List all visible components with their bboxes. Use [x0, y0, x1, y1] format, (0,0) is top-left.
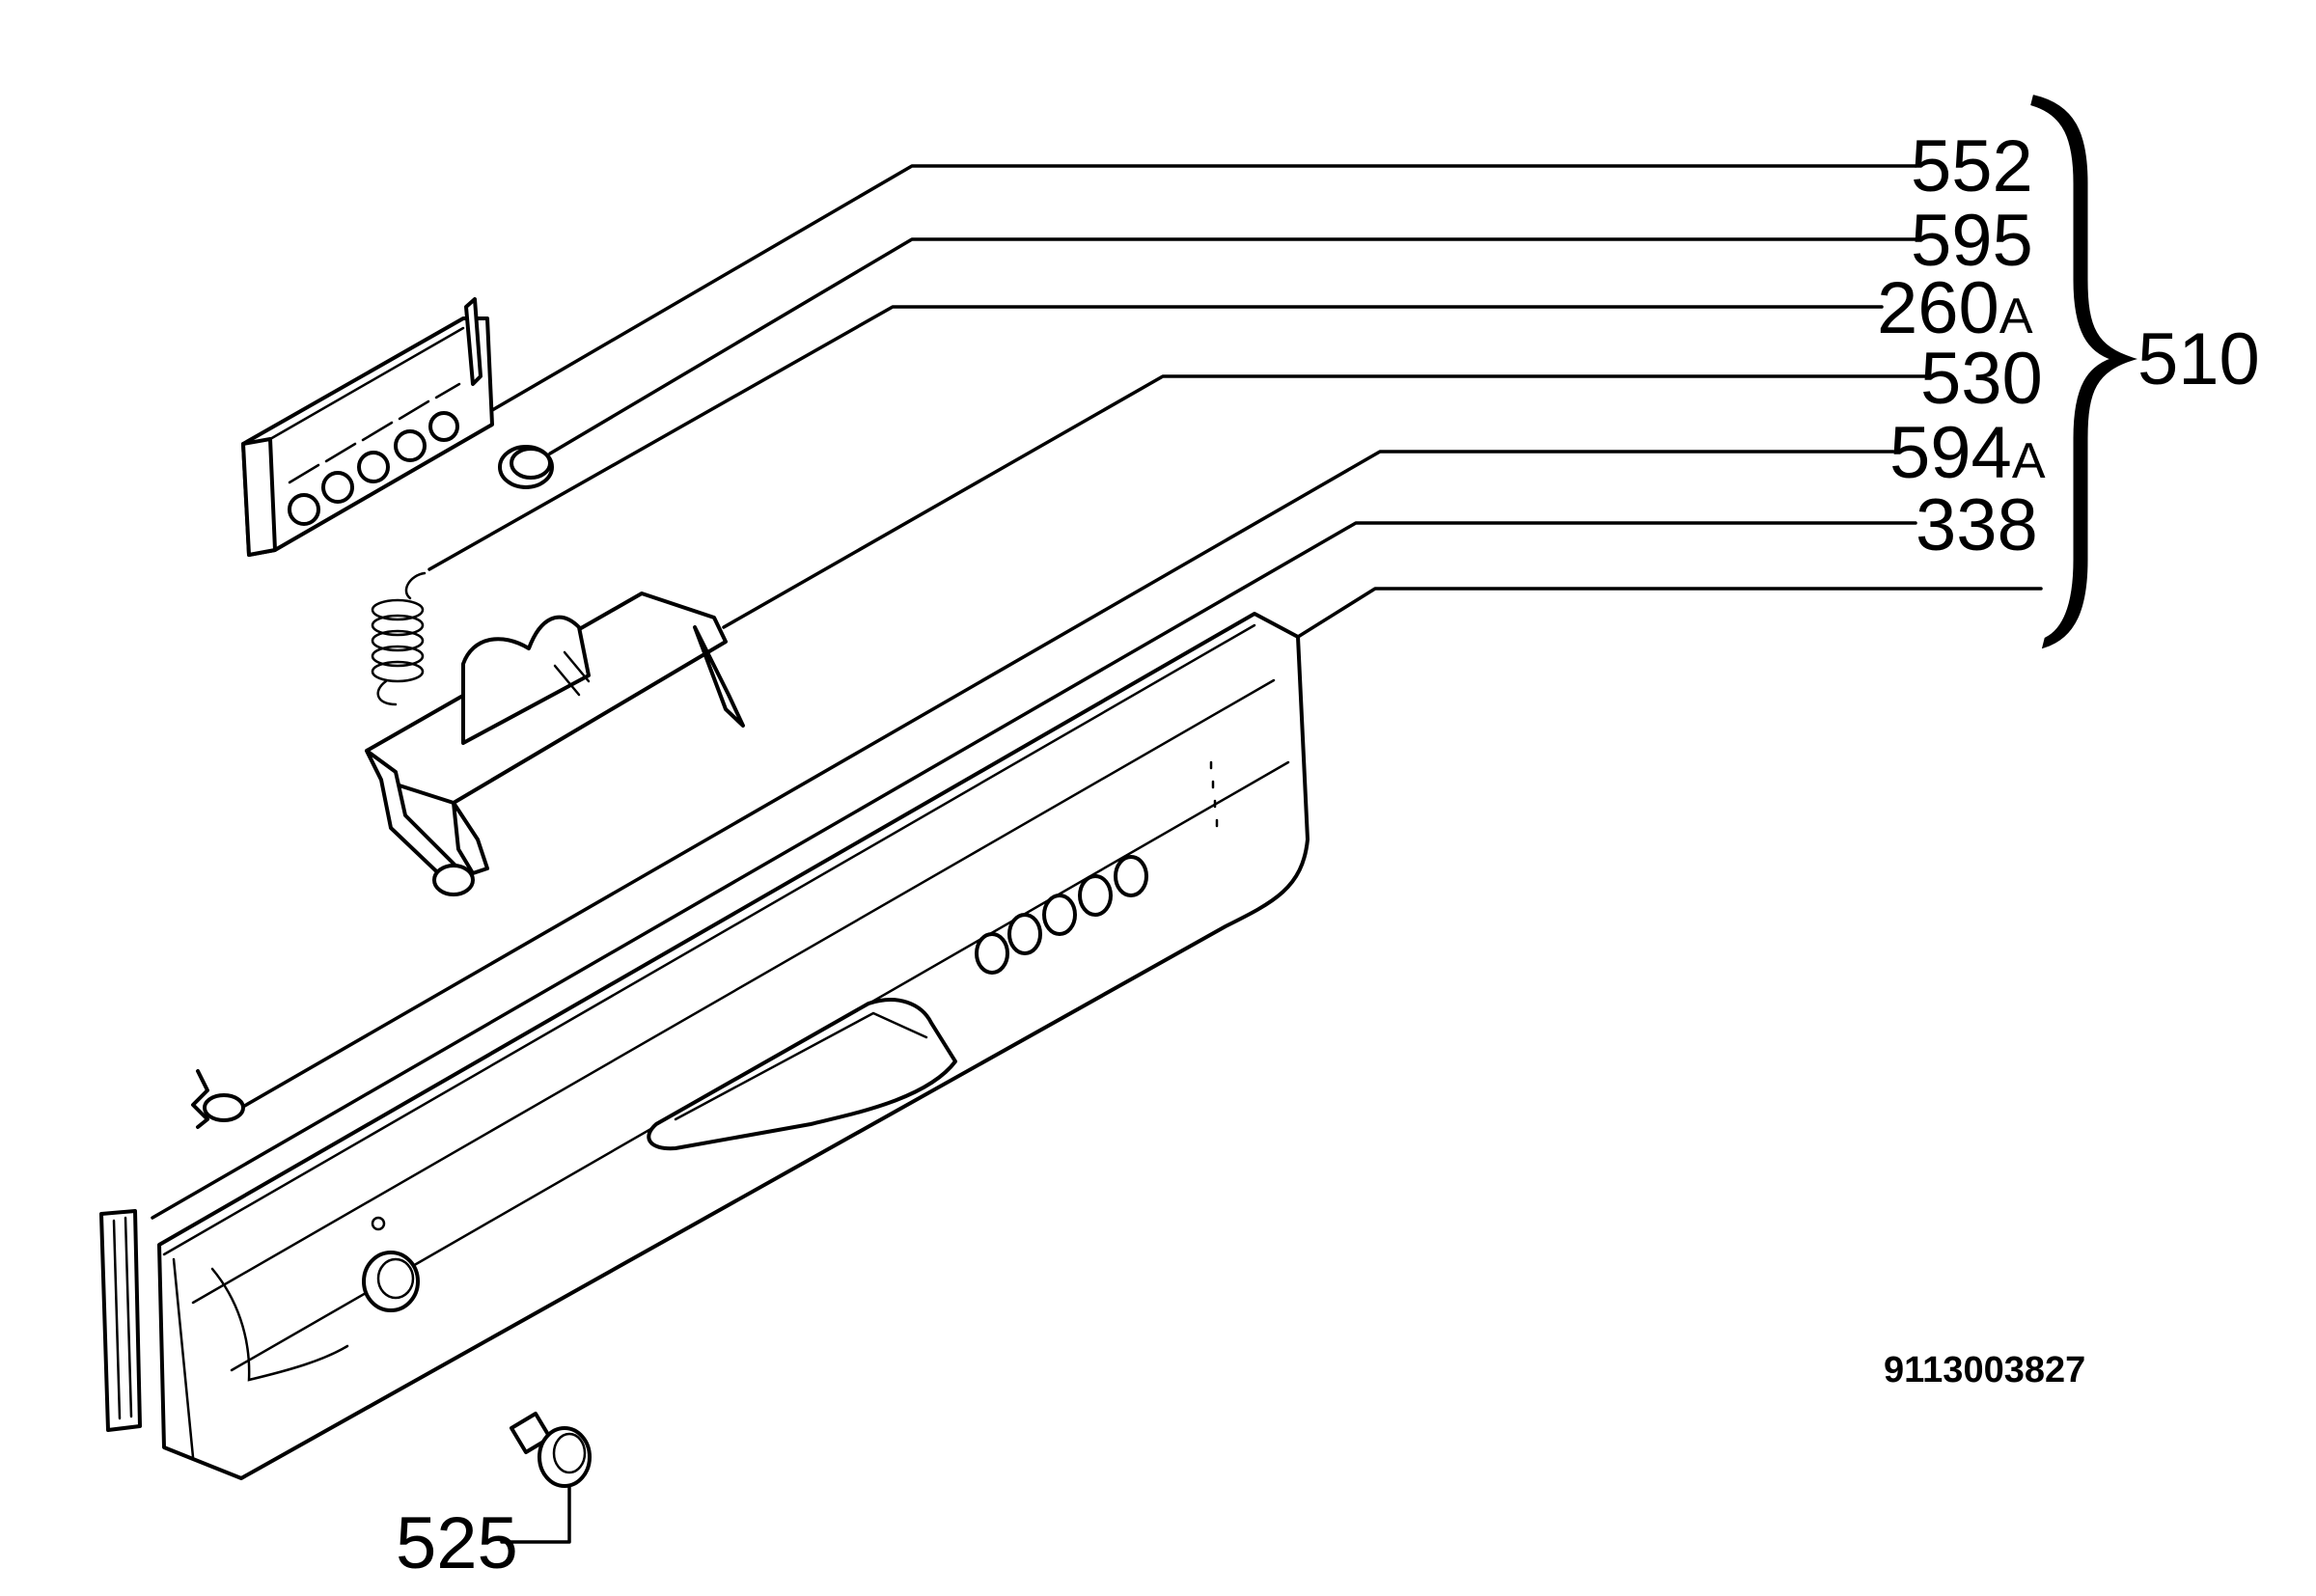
- leader-594a: [239, 450, 1895, 1110]
- part-595-button-cap: [498, 445, 554, 489]
- part-338-seal-strip: [99, 1209, 142, 1432]
- label-594a-suffix: A: [2012, 433, 2046, 489]
- label-595: 595: [1911, 200, 2033, 282]
- part-594a-pin: [191, 1069, 245, 1129]
- part-260a-spring: [371, 571, 427, 706]
- label-260a-suffix: A: [1999, 289, 2033, 344]
- leader-552: [485, 164, 1917, 415]
- leader-lines: [151, 164, 2043, 1544]
- leader-595: [548, 237, 1917, 455]
- label-552: 552: [1911, 125, 2033, 207]
- label-525: 525: [396, 1502, 518, 1584]
- control-panel: [157, 612, 1310, 1480]
- label-260a: 260A: [1877, 267, 2033, 349]
- label-594a-number: 594: [1889, 412, 2012, 494]
- label-510: 510: [2137, 318, 2260, 400]
- leader-530: [722, 374, 1927, 629]
- leader-260a: [427, 305, 1884, 571]
- part-552-switch-block: [241, 297, 494, 557]
- leader-525: [500, 1484, 571, 1544]
- leader-panel: [1296, 587, 2043, 639]
- label-338: 338: [1916, 484, 2038, 566]
- diagram-code: 9113003827: [1884, 1350, 2085, 1390]
- label-260a-number: 260: [1877, 267, 1999, 349]
- part-525-knob: [510, 1412, 592, 1488]
- part-530-latch-lever: [365, 592, 745, 896]
- label-594a: 594A: [1889, 412, 2046, 494]
- leader-338: [151, 521, 1917, 1220]
- label-530: 530: [1920, 338, 2043, 420]
- brace-510: [2030, 95, 2137, 649]
